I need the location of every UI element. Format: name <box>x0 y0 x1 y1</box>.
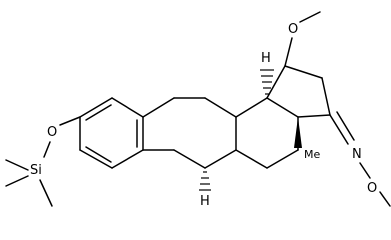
bond-c2 <box>266 97 299 118</box>
bond-d1 <box>266 65 286 99</box>
bond-a3-inner <box>85 146 112 163</box>
bond-d3 <box>321 77 331 116</box>
bond-c4 <box>266 149 299 169</box>
silyl-ether: O Si <box>5 116 81 207</box>
bond-no <box>359 162 371 179</box>
molecule-structure: N O O Me H H O Si <box>5 11 391 209</box>
bond-c-ome <box>284 37 293 67</box>
atom-h-c14: H <box>261 51 271 66</box>
bond-o-me-top <box>299 11 321 23</box>
ring-a <box>79 97 144 169</box>
bond-a1 <box>79 97 113 118</box>
bond-o-si <box>43 141 51 158</box>
bond-si-me3 <box>39 179 53 207</box>
ring-d <box>266 65 331 118</box>
bond-cn-double <box>336 111 355 141</box>
stereo-h-c14: H <box>260 51 274 95</box>
ring-b <box>142 97 237 169</box>
bond-a6 <box>111 97 144 118</box>
atom-me: Me <box>304 148 320 161</box>
bond-cn <box>329 114 349 145</box>
bond-o-me <box>379 191 391 207</box>
bond-si-me2 <box>5 175 29 187</box>
bond-b3 <box>204 97 237 118</box>
bond-c5 <box>235 149 268 169</box>
atom-o-oxime: O <box>367 181 377 196</box>
methoxy-group: O <box>284 11 321 67</box>
ring-c <box>235 97 299 169</box>
oxime-group: N O <box>329 111 391 207</box>
atom-h-c9: H <box>200 194 210 209</box>
bond-b5 <box>204 149 237 169</box>
wedge-methyl <box>294 117 302 148</box>
bond-c3-o <box>59 116 81 126</box>
stereo-h-c9: H <box>199 171 211 209</box>
bond-b6 <box>173 149 206 169</box>
bond-si-me1 <box>5 159 29 171</box>
bond-b1 <box>142 97 175 118</box>
bond-c1 <box>235 97 268 118</box>
bond-a3 <box>79 149 113 169</box>
atom-o-methoxy: O <box>288 22 298 37</box>
atom-n-oxime: N <box>352 147 362 162</box>
bond-a4 <box>111 149 144 169</box>
atom-si: Si <box>30 163 42 178</box>
angular-methyl: Me <box>294 117 320 161</box>
bond-d2 <box>284 65 323 79</box>
bond-a1-inner <box>85 104 112 121</box>
atom-o-silyl: O <box>47 125 57 140</box>
bond-d4 <box>297 114 331 118</box>
